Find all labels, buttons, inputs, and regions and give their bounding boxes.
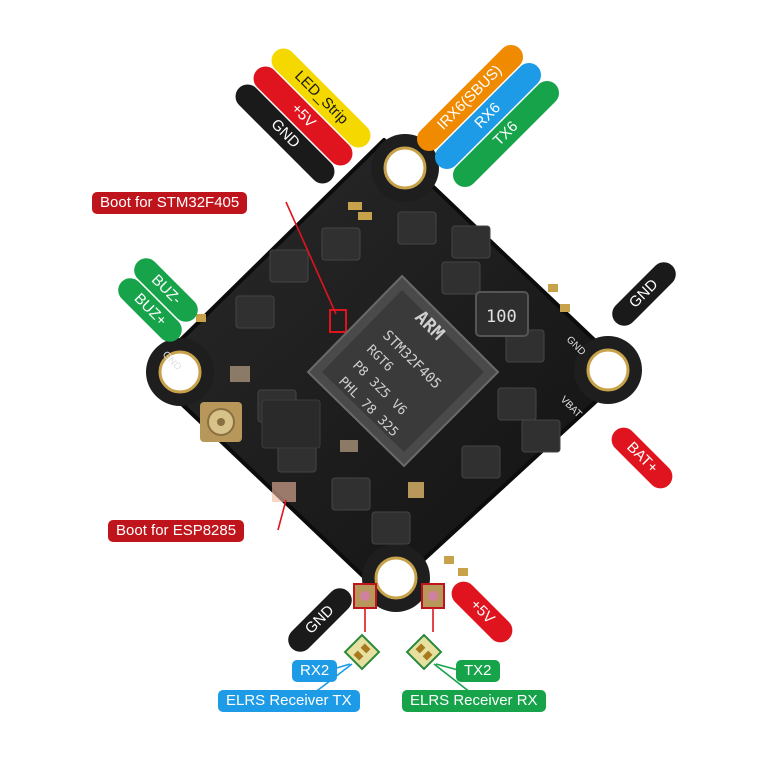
label-boot-esp: Boot for ESP8285 bbox=[108, 520, 245, 542]
label-rx2: RX2 bbox=[292, 660, 338, 682]
boot-pad-stm bbox=[329, 309, 347, 333]
label-tx2: TX2 bbox=[456, 660, 500, 682]
small-components bbox=[196, 202, 570, 576]
rx-pad-right bbox=[405, 633, 443, 671]
mount-left bbox=[146, 338, 214, 406]
boot-pad-esp bbox=[272, 482, 296, 502]
inductor: 100 bbox=[475, 291, 529, 337]
label-elrs-rx: ELRS Receiver RX bbox=[402, 690, 546, 712]
label-elrs-tx: ELRS Receiver TX bbox=[218, 690, 360, 712]
mount-top bbox=[371, 134, 439, 202]
rx-pad-left bbox=[343, 633, 381, 671]
mount-right bbox=[574, 336, 642, 404]
esp8285-chip bbox=[261, 399, 321, 449]
label-boot-stm: Boot for STM32F405 bbox=[92, 192, 248, 214]
main-mcu bbox=[306, 274, 500, 468]
inductor-label: 100 bbox=[486, 307, 517, 327]
mount-bottom bbox=[362, 544, 430, 612]
antenna-connector bbox=[200, 402, 242, 442]
